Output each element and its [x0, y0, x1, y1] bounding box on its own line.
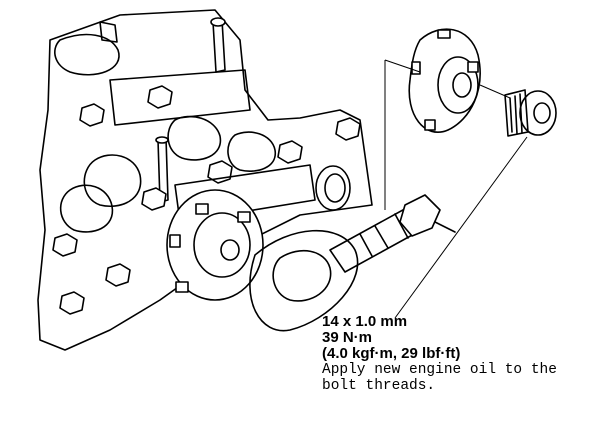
note-line-2: bolt threads. [322, 378, 436, 394]
torque-spec-callout: 14 x 1.0 mm 39 N·m (4.0 kgf·m, 29 lbf·ft… [322, 313, 602, 395]
timing-plate [249, 229, 359, 332]
torque-nm: 39 N·m [322, 329, 373, 346]
torque-alt-units: (4.0 kgf·m, 29 lbf·ft) [322, 345, 461, 362]
thread-size: 14 x 1.0 mm [322, 313, 408, 330]
exploded-gear-plate [384, 28, 511, 210]
cylinder-head-drawing [37, 9, 373, 351]
hose-connector [329, 194, 456, 273]
note-line-1: Apply new engine oil to the [322, 362, 557, 378]
plug-bolt [504, 89, 557, 137]
installed-cam-gear [166, 189, 264, 301]
leader-line [394, 136, 528, 319]
bolt-heads [52, 85, 361, 315]
